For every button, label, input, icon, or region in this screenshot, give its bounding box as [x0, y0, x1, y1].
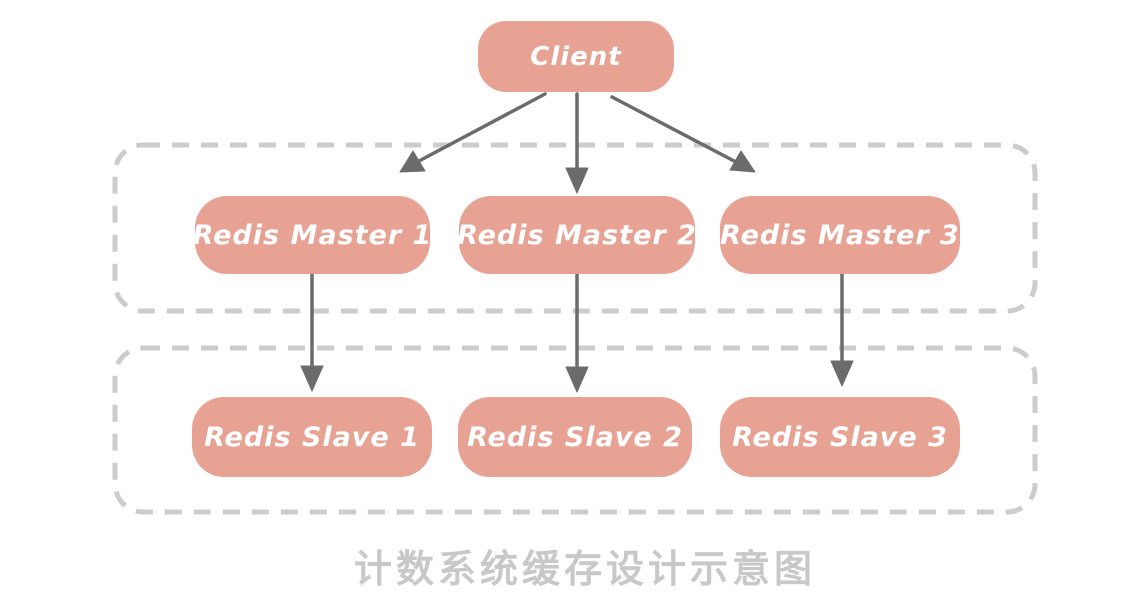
- edge-client-master2-arrowhead-icon: [565, 167, 589, 194]
- node-redis-slave-2: Redis Slave 2: [458, 397, 692, 477]
- edge-master1-slave1-arrowhead-icon: [300, 365, 324, 392]
- edge-master2-slave2-arrowhead-icon: [565, 366, 589, 393]
- edge-master3-slave3-arrowhead-icon: [830, 360, 854, 387]
- slaves-group-border: [112, 345, 1038, 515]
- node-redis-master-3: Redis Master 3: [720, 196, 960, 274]
- node-redis-slave-3: Redis Slave 3: [720, 397, 960, 477]
- node-redis-slave-3-label: Redis Slave 3: [732, 421, 948, 453]
- node-redis-master-1-label: Redis Master 1: [192, 219, 433, 251]
- node-redis-slave-1-label: Redis Slave 1: [204, 421, 420, 453]
- node-redis-master-1: Redis Master 1: [192, 196, 433, 274]
- node-redis-master-2-label: Redis Master 2: [457, 219, 697, 251]
- diagram-caption: 计数系统缓存设计示意图: [353, 547, 817, 591]
- masters-group-border: [112, 142, 1038, 314]
- edge-client-master1-arrowhead-icon: [399, 150, 426, 173]
- edge-client-master1-line: [417, 92, 547, 163]
- node-client-label: Client: [530, 41, 622, 72]
- node-redis-master-2: Redis Master 2: [457, 196, 697, 274]
- edge-client-master3-line: [610, 95, 738, 164]
- node-redis-slave-1: Redis Slave 1: [192, 397, 432, 477]
- edge-client-master3-arrowhead-icon: [729, 150, 756, 173]
- node-redis-slave-2-label: Redis Slave 2: [467, 421, 683, 453]
- node-client: Client: [478, 21, 674, 92]
- node-redis-master-3-label: Redis Master 3: [720, 219, 960, 251]
